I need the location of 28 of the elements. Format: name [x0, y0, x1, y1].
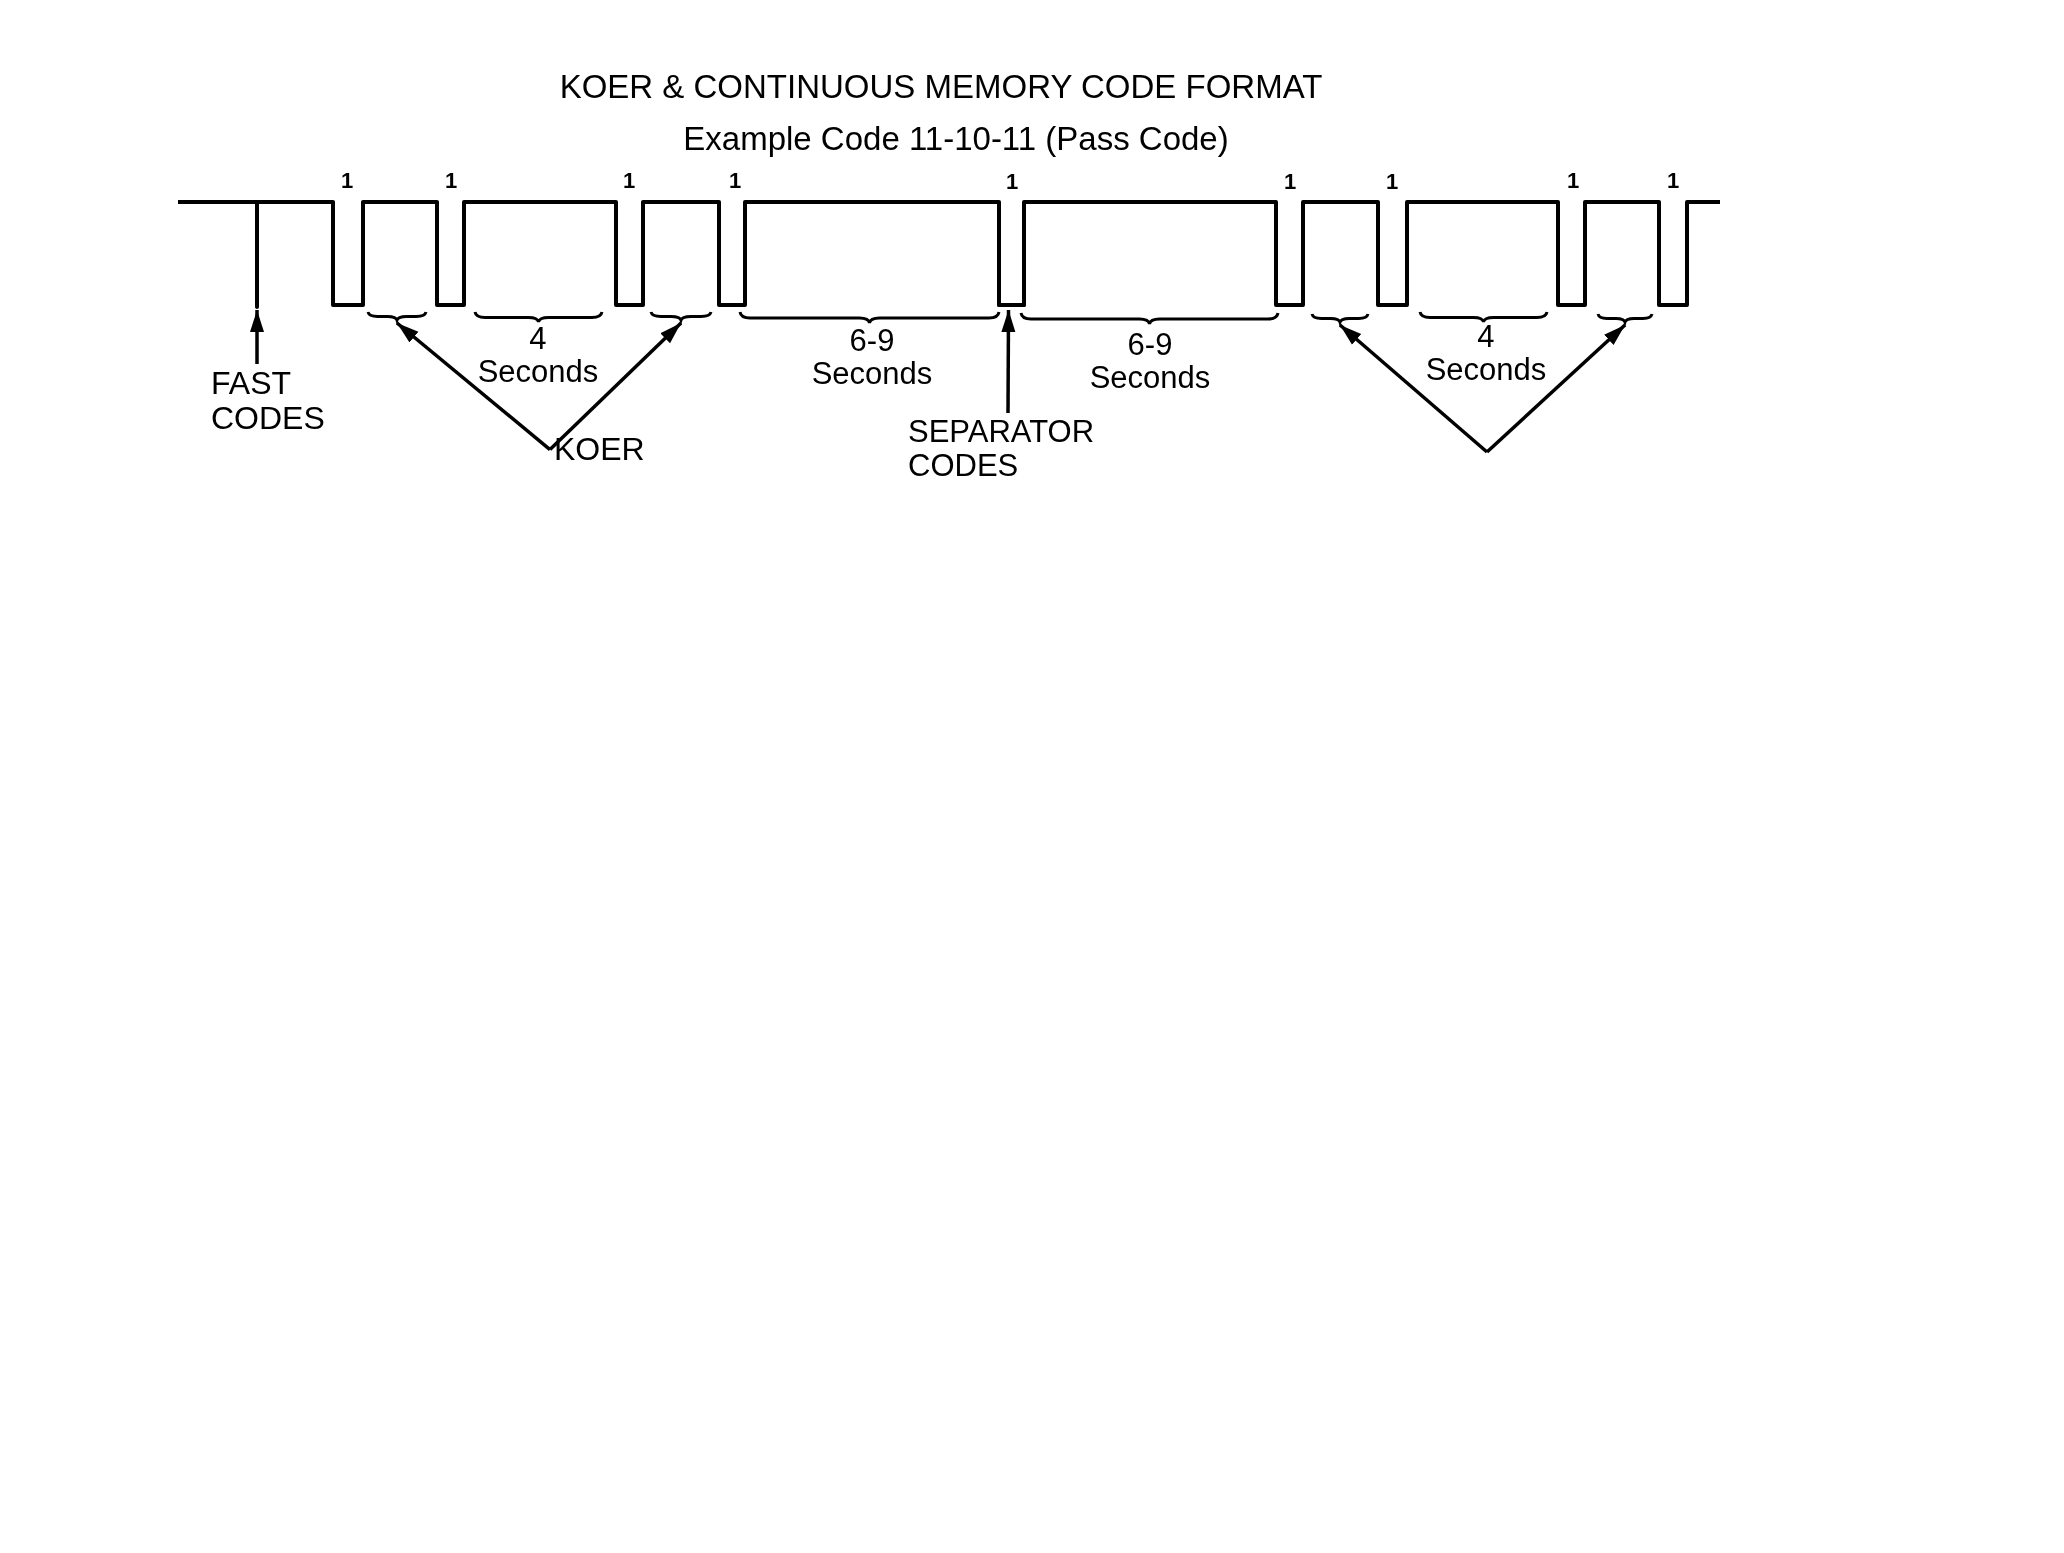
pulse-count-label: 1: [1283, 170, 1297, 194]
diagram-subtitle: Example Code 11-10-11 (Pass Code): [683, 121, 1229, 157]
pulse-count-label: 1: [1566, 169, 1580, 193]
fast-code-spike: [255, 202, 259, 307]
pulse-count-label: 1: [1005, 170, 1019, 194]
duration-label: 6-9 Seconds: [811, 324, 933, 391]
duration-label: 4 Seconds: [1425, 320, 1547, 387]
leader-arrow: [1485, 323, 1627, 454]
curly-brace: [649, 311, 713, 322]
pulse-count-label: 1: [1385, 170, 1399, 194]
pulse-count-label: 1: [340, 169, 354, 193]
separator-pulse: [997, 202, 1026, 307]
leader-arrow: [250, 310, 264, 364]
leader-arrow: [548, 321, 683, 451]
pulse-count-label: 1: [444, 169, 458, 193]
diagram-title: KOER & CONTINUOUS MEMORY CODE FORMAT: [559, 68, 1323, 106]
callout-text: SEPARATOR CODES: [908, 415, 1095, 484]
leader-arrow: [395, 321, 552, 451]
leader-arrow: [1001, 310, 1016, 413]
pulse-count-label: 1: [622, 169, 636, 193]
duration-label: 4 Seconds: [477, 322, 599, 389]
callout-text: FAST CODES: [211, 366, 325, 437]
curly-brace: [1596, 313, 1654, 324]
pulse-count-label: 1: [1666, 169, 1680, 193]
callout-text: KOER: [554, 432, 645, 468]
leader-arrow: [1338, 323, 1489, 454]
pulse-count-label: 1: [728, 169, 742, 193]
duration-label: 6-9 Seconds: [1089, 328, 1211, 395]
